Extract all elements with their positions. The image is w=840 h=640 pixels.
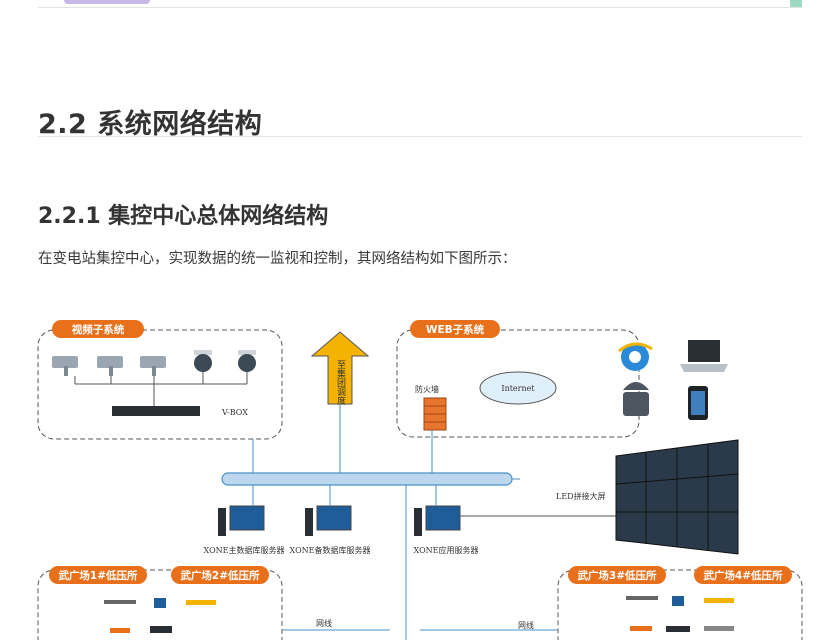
app-server-label: XONE应用服务器 — [414, 545, 479, 555]
app-server-icon — [414, 505, 461, 536]
video-subsystem-label: 视频子系统 — [72, 323, 125, 336]
site2-label: 武广场2#低压所 — [180, 569, 260, 582]
section-heading: 2.2 系统网络结构 — [38, 109, 263, 140]
tablet-icon — [688, 386, 708, 420]
dome-camera-icon — [194, 350, 212, 372]
network-cable-label-right: 网线 — [518, 620, 534, 630]
bullet-camera-icon — [52, 356, 78, 376]
network-bus — [221, 472, 513, 486]
site-devices-icon — [626, 596, 734, 632]
site4-label-bg — [694, 566, 792, 584]
site1-label-bg — [49, 566, 147, 584]
top-toolbar-strip — [38, 0, 802, 8]
network-cable-label-left: 网线 — [316, 618, 332, 628]
video-subsystem-label-bg — [52, 320, 144, 338]
web-subsystem-label: WEB子系统 — [426, 323, 485, 336]
site2-label-bg — [171, 566, 269, 584]
main-db-server-icon — [218, 505, 265, 536]
network-diagram: 视频子系统 V-BOX 至集团调度 WEB子系统 防火墙 Internet — [37, 320, 803, 640]
web-subsystem-label-bg — [410, 320, 500, 338]
intro-paragraph: 在变电站集控中心，实现数据的统一监视和控制，其网络结构如下图所示： — [38, 251, 517, 267]
laptop-icon — [680, 340, 728, 372]
main-db-server-label: XONE主数据库服务器 — [204, 545, 285, 555]
vbox-recorder-icon — [112, 406, 200, 416]
vbox-label: V-BOX — [221, 408, 248, 417]
right-sites-box — [557, 569, 803, 640]
site-devices-icon — [104, 598, 216, 633]
uplink-arrow-label: 至集团调度 — [335, 360, 346, 406]
category-tag[interactable] — [64, 0, 150, 4]
video-subsystem-box — [37, 329, 283, 440]
backup-db-server-icon — [305, 505, 352, 536]
ie-browser-icon — [618, 342, 653, 371]
scroll-indicator[interactable] — [790, 0, 802, 7]
internet-label: Internet — [501, 384, 535, 393]
site3-label-bg — [568, 566, 666, 584]
left-sites-box — [37, 569, 283, 640]
firewall-icon — [423, 397, 447, 431]
site3-label: 武广场3#低压所 — [577, 569, 657, 582]
site4-label: 武广场4#低压所 — [703, 569, 783, 582]
backup-db-server-label: XONE备数据库服务器 — [290, 545, 371, 555]
led-video-wall-icon — [615, 439, 739, 555]
bullet-camera-icon — [140, 356, 166, 376]
led-wall-label: LED拼接大屏 — [556, 491, 606, 501]
firewall-label: 防火墙 — [415, 384, 439, 394]
android-icon — [623, 382, 649, 416]
internet-cloud-icon — [479, 371, 557, 405]
bullet-camera-icon — [97, 356, 123, 376]
heading-divider — [38, 136, 802, 137]
dome-camera-icon — [238, 350, 256, 372]
site1-label: 武广场1#低压所 — [58, 569, 138, 582]
subsection-heading: 2.2.1 集控中心总体网络结构 — [38, 204, 329, 229]
